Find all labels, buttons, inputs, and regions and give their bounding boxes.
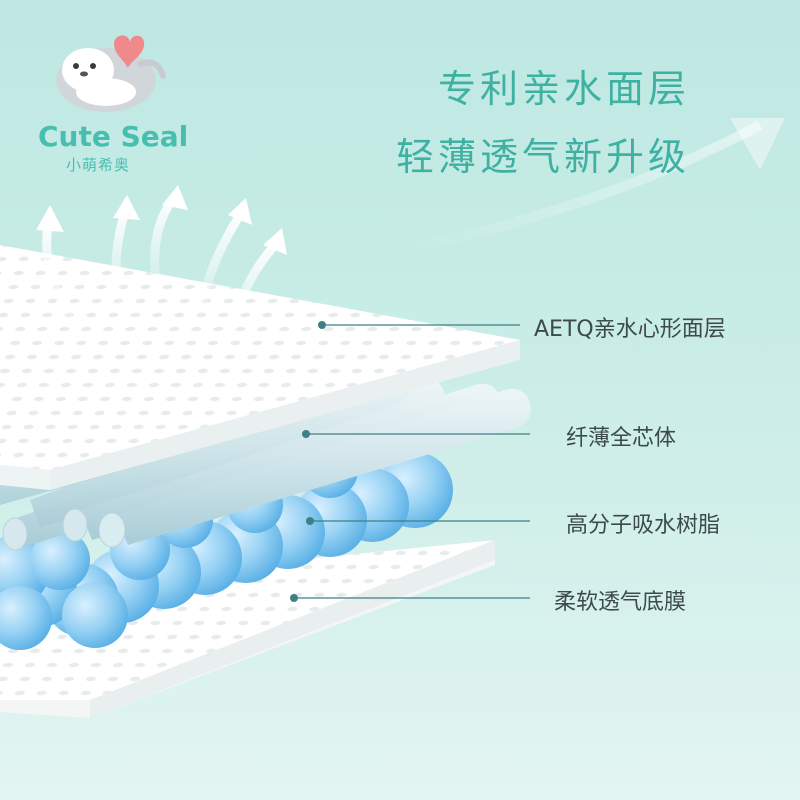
layer-label-core: 纤薄全芯体: [566, 426, 677, 451]
breathable-arrows-icon: [42, 195, 280, 355]
brand-name-cn: 小萌希奥: [66, 156, 131, 174]
top-surface-layer: [0, 245, 520, 490]
leader-lines: [294, 324, 530, 599]
headline-line-1: 专利亲水面层: [437, 67, 690, 111]
layer-label-film: 柔软透气底膜: [554, 590, 687, 615]
arrow-heads: [36, 185, 287, 255]
layer-label-surface: AETQ亲水心形面层: [534, 317, 726, 342]
seal-logo-icon: [56, 35, 166, 112]
decorative-arrow-icon: [399, 118, 785, 255]
leader-dot: [306, 517, 314, 525]
leader-dot: [318, 321, 326, 329]
brand-logo: Cute Seal 小萌希奥: [30, 24, 188, 174]
leader-dot: [302, 430, 310, 438]
brand-name-en: Cute Seal: [38, 120, 189, 153]
polymer-beads-layer: [0, 442, 453, 650]
layer-label-polymer: 高分子吸水树脂: [566, 513, 721, 538]
leader-dot: [290, 594, 298, 602]
headline-line-2: 轻薄透气新升级: [395, 135, 690, 179]
